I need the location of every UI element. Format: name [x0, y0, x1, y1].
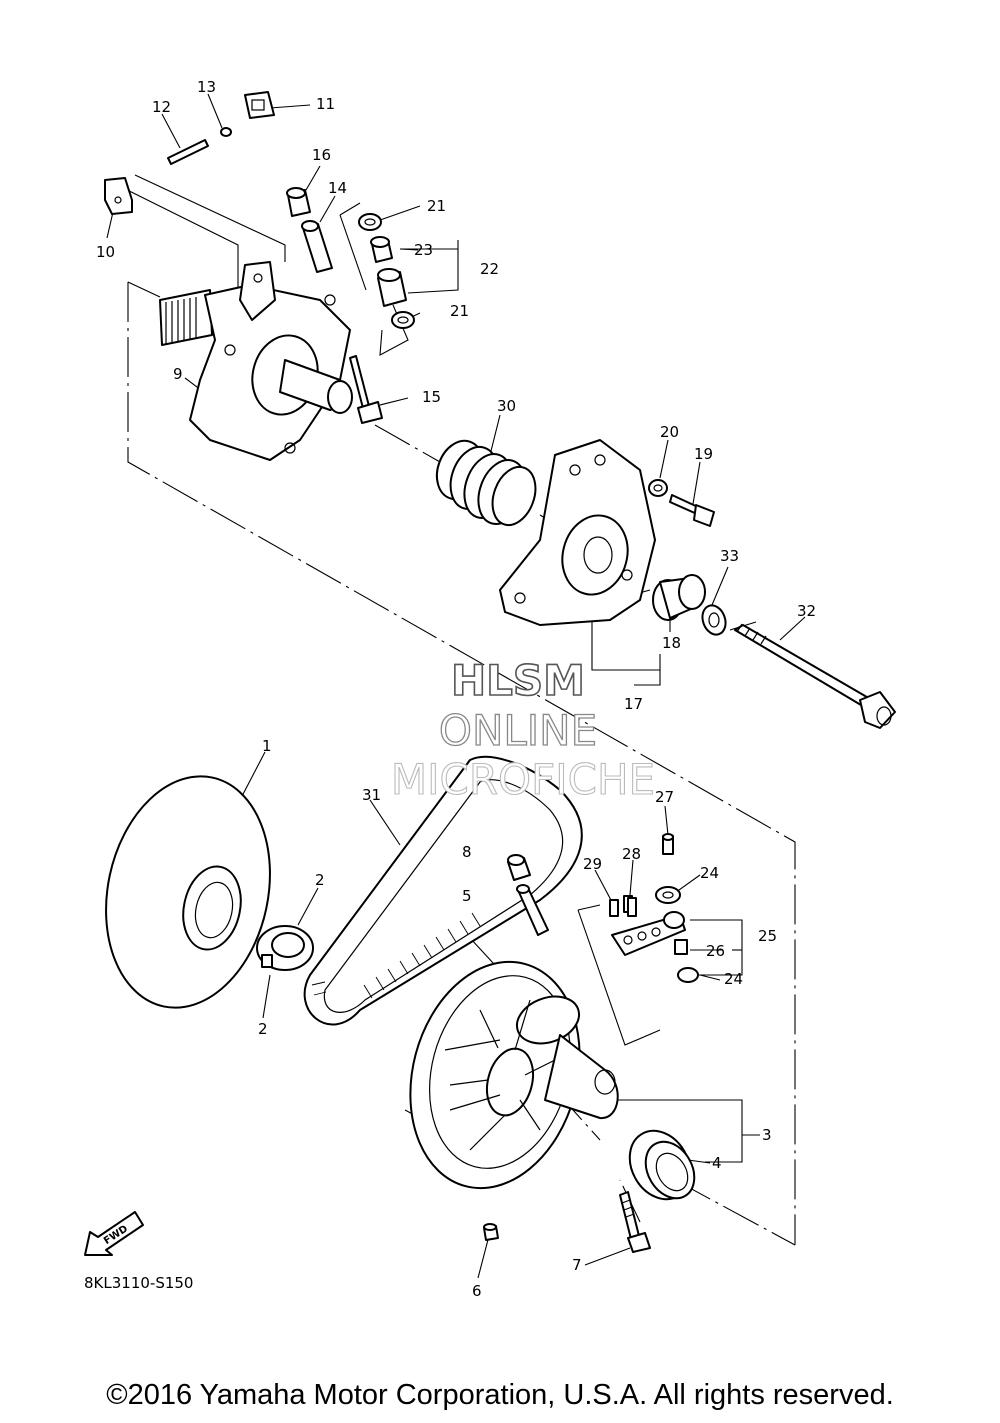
callout-33: 33	[720, 547, 739, 565]
pin-part	[516, 884, 549, 936]
callout-19: 19	[694, 445, 713, 463]
callout-8: 8	[462, 843, 472, 861]
long-bolt-part	[734, 623, 896, 729]
watermark-line2: ONLINE	[439, 706, 597, 755]
roller-part	[244, 91, 275, 119]
bolt-part	[619, 1191, 651, 1253]
shaft-pin-part	[167, 139, 209, 165]
watermark-line3: MICROFICHE	[391, 755, 655, 804]
callout-12: 12	[152, 98, 171, 116]
callout-29: 29	[583, 855, 602, 873]
callout-2: 2	[315, 871, 325, 889]
v-belt-part	[303, 755, 583, 1026]
bolt-19-part	[669, 494, 715, 527]
callout-13: 13	[197, 78, 216, 96]
callout-3: 3	[762, 1126, 772, 1144]
bearing-ring-part	[628, 1129, 696, 1201]
spring-part	[435, 439, 537, 527]
callout-18: 18	[662, 634, 681, 652]
cap-part	[483, 1223, 499, 1241]
callout-labels: 1 2 2 3 4 5 6 7 8 9 10 11 12 13 14 15 16…	[96, 78, 816, 1300]
watermark-line1: HLSM	[451, 656, 585, 705]
washer-20-part	[648, 479, 668, 497]
callout-24: 24	[724, 970, 743, 988]
callout-1: 1	[262, 737, 272, 755]
washer-small-part	[220, 127, 232, 137]
callout-20: 20	[660, 423, 679, 441]
callout-22: 22	[480, 260, 499, 278]
spider-cam-part	[159, 261, 353, 461]
callout-30: 30	[497, 397, 516, 415]
secondary-sheave-part	[409, 960, 619, 1190]
washer-33-part	[701, 604, 727, 636]
copyright-text: ©2016 Yamaha Motor Corporation, U.S.A. A…	[106, 1379, 894, 1411]
callout-9: 9	[173, 365, 183, 383]
callout-16: 16	[312, 146, 331, 164]
callout-21: 21	[427, 197, 446, 215]
fwd-arrow-icon: FWD	[84, 1211, 144, 1256]
callout-26: 26	[706, 942, 725, 960]
bracket-lines	[106, 174, 760, 1163]
callout-24: 24	[700, 864, 719, 882]
callout-7: 7	[572, 1256, 582, 1274]
sleeve-part	[301, 220, 333, 273]
callout-15: 15	[422, 388, 441, 406]
sheave-disc-part	[105, 775, 271, 1009]
callout-32: 32	[797, 602, 816, 620]
callout-23: 23	[414, 241, 433, 259]
callout-6: 6	[472, 1282, 482, 1300]
callout-5: 5	[462, 887, 472, 905]
callout-11: 11	[316, 95, 335, 113]
bushing-part	[256, 925, 314, 971]
callout-2: 2	[258, 1020, 268, 1038]
callout-4: 4	[712, 1154, 722, 1172]
washer-21-part	[358, 213, 415, 329]
collar-23-part	[370, 236, 393, 263]
callout-31: 31	[362, 786, 381, 804]
weight-bracket-part	[609, 833, 699, 983]
bolt-15-part	[349, 355, 383, 424]
callout-21: 21	[450, 302, 469, 320]
callout-14: 14	[328, 179, 347, 197]
callout-25: 25	[758, 927, 777, 945]
slider-block-part	[104, 177, 133, 215]
callout-28: 28	[622, 845, 641, 863]
callout-17: 17	[624, 695, 643, 713]
nut-16-part	[286, 187, 311, 217]
bushing-22-part	[377, 268, 407, 307]
diagram-code: 8KL3110-S150	[84, 1274, 193, 1292]
callout-10: 10	[96, 243, 115, 261]
nut-part	[507, 854, 531, 881]
spring-seat-part	[499, 439, 656, 626]
collar-18-part	[652, 574, 706, 621]
callout-27: 27	[655, 788, 674, 806]
